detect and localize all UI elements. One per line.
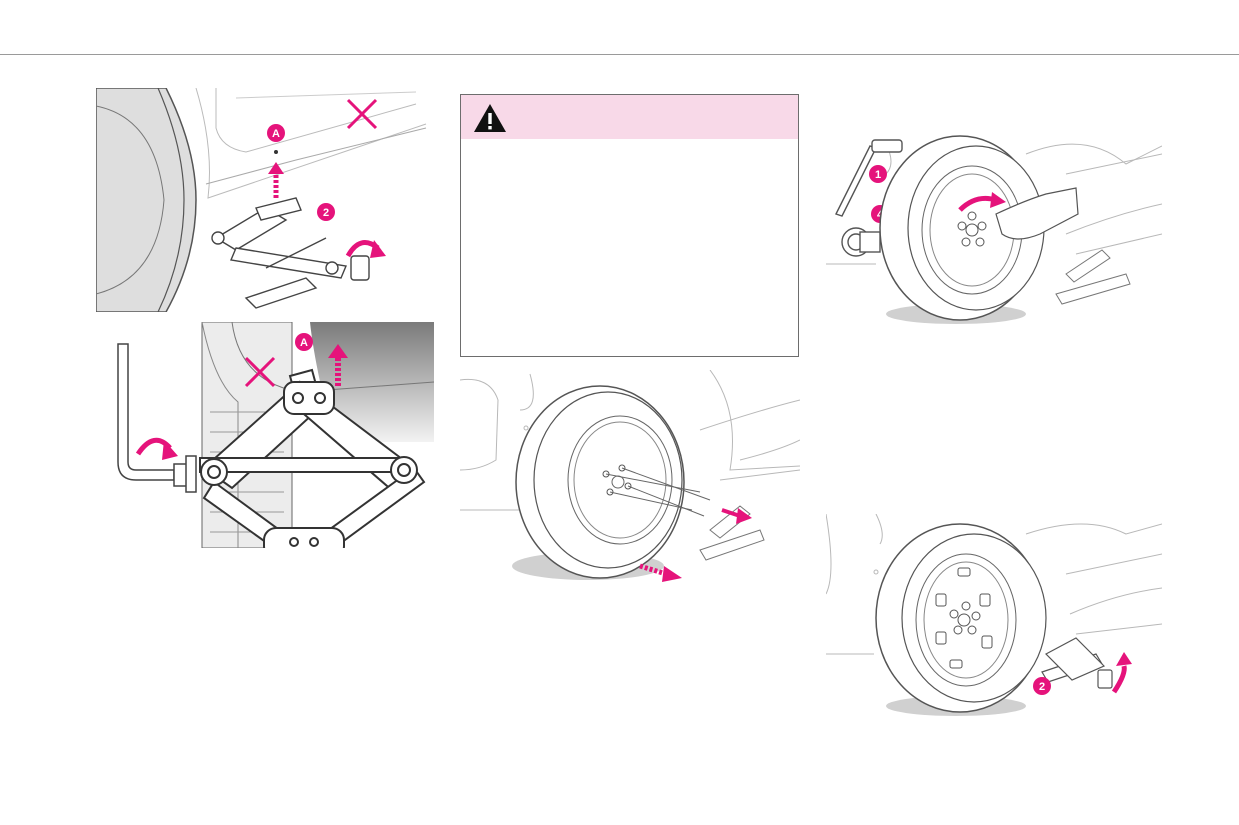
warning-box — [460, 94, 799, 357]
jack-handle-icon — [117, 343, 197, 493]
jack-point-label-2: A — [300, 337, 308, 349]
warning-triangle-icon — [472, 102, 508, 134]
illustration-jack-placement: A 2 — [96, 88, 436, 312]
lower-jack-step-badge: 2 — [1033, 677, 1051, 695]
rotate-clockwise-arrow-icon — [345, 240, 386, 258]
rotate-handle-arrow-icon — [135, 437, 178, 460]
jack-point-badge: A — [267, 124, 285, 142]
wrench-step-label: 1 — [875, 169, 881, 181]
wrench-step-badge: 1 — [869, 165, 887, 183]
pull-wheel-arrow-icon — [639, 563, 682, 582]
lower-jack-step-label: 2 — [1039, 681, 1045, 693]
illustration-jack-closeup: A — [114, 322, 434, 548]
lowered-jack-icon — [1041, 637, 1113, 689]
top-divider — [0, 54, 1239, 55]
lift-up-arrow-icon — [268, 162, 284, 198]
illustration-lower-jack: 2 — [826, 514, 1162, 720]
jack-step-badge: 2 — [317, 203, 335, 221]
scissor-jack-closeup-icon — [199, 368, 426, 548]
jack-point-badge-2: A — [295, 333, 313, 351]
locking-nut-adaptor-icon — [841, 227, 881, 257]
wrong-position-x-icon — [346, 98, 378, 130]
pull-nuts-arrow-icon — [721, 508, 752, 524]
scissor-jack-icon — [211, 197, 370, 309]
jack-point-label: A — [272, 128, 280, 140]
lift-up-arrow-icon-2 — [328, 344, 348, 386]
turn-nut-arrow-icon — [958, 192, 1006, 212]
illustration-loosen-nuts: 1 4 — [826, 134, 1162, 326]
jack-step-label: 2 — [323, 207, 329, 219]
lower-jack-arrow-icon — [1111, 652, 1132, 694]
wheel-wrench-icon — [835, 139, 903, 217]
illustration-remove-wheel — [460, 370, 800, 590]
wrong-position-x-icon-2 — [244, 356, 276, 388]
warning-header — [461, 95, 798, 139]
